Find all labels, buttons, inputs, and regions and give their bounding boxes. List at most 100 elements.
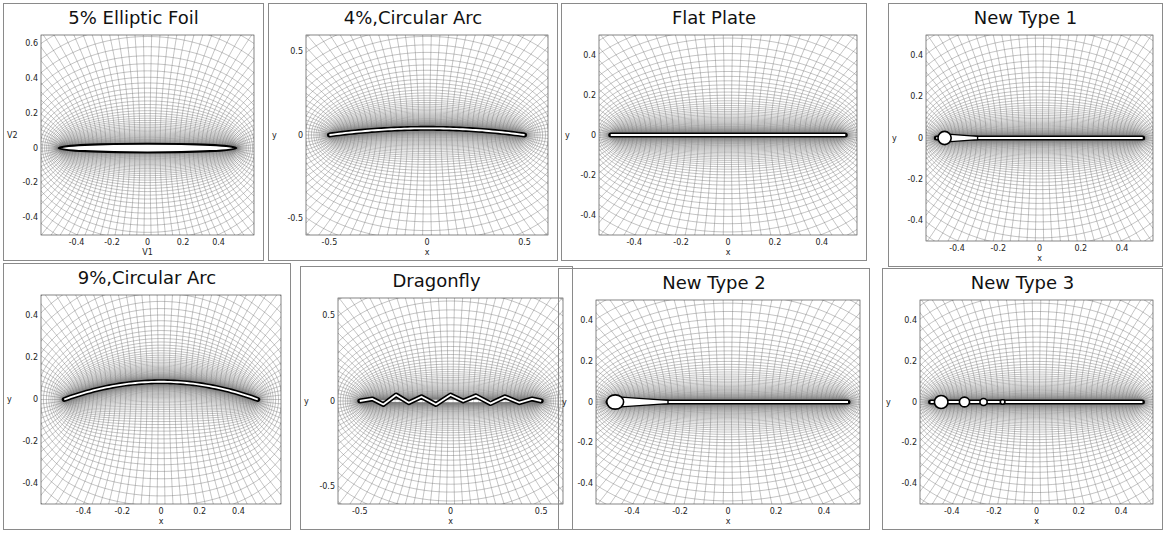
mesh-line xyxy=(935,124,1143,151)
mesh-line xyxy=(658,135,699,235)
mesh-line xyxy=(479,298,517,401)
mesh-line xyxy=(596,300,640,402)
mesh-line xyxy=(928,97,1150,179)
mesh-line xyxy=(1077,138,1128,241)
mesh-line xyxy=(322,98,532,164)
mesh-line xyxy=(482,35,548,130)
mesh-line xyxy=(778,300,846,402)
mesh-line xyxy=(923,361,1151,442)
tick-label: 0.4 xyxy=(212,238,225,247)
mesh-line xyxy=(118,148,135,235)
mesh-line xyxy=(306,39,345,133)
mesh-line xyxy=(319,93,534,170)
mesh-line xyxy=(41,77,254,219)
mesh-line xyxy=(59,142,237,155)
mesh-line xyxy=(796,402,860,504)
mesh-line xyxy=(936,133,1143,143)
mesh-line xyxy=(41,399,66,438)
mesh-line xyxy=(926,138,986,241)
mesh-line xyxy=(355,372,547,431)
mesh-line xyxy=(41,106,61,148)
mesh-line xyxy=(1054,35,1074,137)
mesh-line xyxy=(610,124,846,145)
mesh-line xyxy=(160,35,177,148)
axis-label: x xyxy=(425,248,430,257)
tick-label: -0.4 xyxy=(626,238,642,247)
mesh-line xyxy=(41,85,64,147)
mesh-line xyxy=(934,118,1144,157)
mesh-line xyxy=(338,298,377,401)
mesh-line xyxy=(930,100,1150,176)
mesh-line xyxy=(164,295,168,381)
mesh-line xyxy=(1058,403,1087,505)
mesh-line xyxy=(926,138,963,241)
mesh-line xyxy=(596,300,627,402)
mesh-line xyxy=(360,396,542,407)
mesh-line xyxy=(224,295,281,389)
mesh-line xyxy=(231,148,254,210)
mesh-line xyxy=(596,300,655,402)
tick-label: 0 xyxy=(725,238,730,247)
panel-title: New Type 3 xyxy=(968,272,1078,294)
mesh-line xyxy=(154,295,158,381)
mesh-line xyxy=(920,303,1153,501)
mesh-line xyxy=(206,148,254,235)
mesh-line xyxy=(926,35,1153,241)
mesh-line xyxy=(926,52,944,138)
tick-label: -0.5 xyxy=(352,507,368,516)
mesh-line xyxy=(350,401,408,504)
mesh-line xyxy=(58,140,236,156)
mesh-line xyxy=(130,148,140,235)
mesh-line xyxy=(306,134,335,195)
mesh-line xyxy=(512,134,548,223)
mesh-line xyxy=(239,295,281,393)
mesh-line xyxy=(150,35,153,148)
mesh-line xyxy=(920,300,951,402)
mesh-line xyxy=(175,383,194,504)
figure-panel: 9%,Circular Arc xyxy=(3,263,291,530)
mesh-line xyxy=(843,340,860,401)
mesh-line xyxy=(306,125,330,135)
mesh-line xyxy=(186,384,220,504)
mesh-line xyxy=(611,130,846,140)
mesh-line xyxy=(745,135,768,235)
mesh-line xyxy=(180,148,224,235)
mesh-line xyxy=(596,329,615,402)
mesh-line xyxy=(202,35,254,148)
mesh-line xyxy=(627,35,685,135)
tick-label: 0.4 xyxy=(583,51,596,60)
tick-label: -0.4 xyxy=(624,507,640,516)
mesh-line xyxy=(920,340,935,401)
mesh-line xyxy=(41,35,89,148)
mesh-line xyxy=(772,402,831,504)
mesh-line xyxy=(258,387,281,400)
mesh-line xyxy=(41,137,59,148)
mesh-line xyxy=(608,111,849,158)
mesh-line xyxy=(607,390,849,413)
mesh-line xyxy=(338,401,384,504)
mesh-line xyxy=(41,295,94,390)
mesh-line xyxy=(538,401,563,453)
mesh-line xyxy=(920,300,1153,504)
mesh-line xyxy=(926,35,1153,241)
axis-label: y xyxy=(565,131,570,140)
mesh-line xyxy=(1060,35,1088,137)
mesh-line xyxy=(938,138,996,241)
tick-label: 0.4 xyxy=(580,316,593,325)
tick-label: 0.2 xyxy=(583,91,596,100)
mesh-line xyxy=(1137,138,1153,212)
mesh-line xyxy=(926,78,1153,199)
mesh-line xyxy=(924,364,1150,439)
mesh-line xyxy=(306,135,333,186)
mesh-line xyxy=(777,35,843,135)
mesh-line xyxy=(338,391,360,401)
mesh-line xyxy=(384,401,422,504)
mesh-line xyxy=(606,383,850,422)
mesh-line xyxy=(1086,402,1153,504)
mesh-line xyxy=(58,137,237,158)
mesh-line xyxy=(41,295,281,504)
mesh-line xyxy=(357,381,543,422)
mesh-line xyxy=(926,113,937,138)
mesh-line xyxy=(599,75,615,135)
mesh-line xyxy=(1019,139,1031,241)
